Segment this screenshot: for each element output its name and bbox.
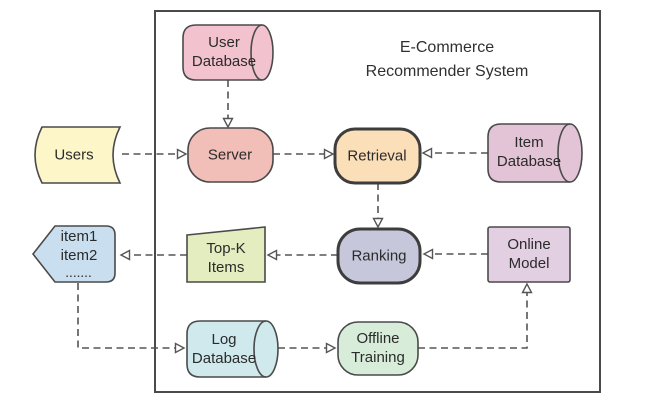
node-user-database-label: User Database xyxy=(191,34,257,70)
node-item-database-label: Item Database xyxy=(496,134,562,170)
cylinder-cap-line xyxy=(253,320,267,378)
arrowhead-right-icon xyxy=(323,148,335,160)
arrowhead-right-icon xyxy=(325,342,337,354)
node-offline-training-label: Offline Training xyxy=(351,330,405,366)
node-retrieval-label: Retrieval xyxy=(347,147,407,165)
node-item-database xyxy=(487,123,583,183)
arrowhead-left-icon xyxy=(266,249,278,261)
edge-offline-onlinemodel xyxy=(418,290,528,349)
node-online-model-label: Online Model xyxy=(507,236,551,272)
node-log-database xyxy=(186,320,279,378)
cylinder-cap-line xyxy=(250,24,263,81)
edge-itemlist-logdb xyxy=(77,283,178,349)
node-server xyxy=(187,127,274,183)
node-log-database-label: Log Database xyxy=(191,331,257,367)
connector-lines xyxy=(77,80,528,349)
diagram-title: E-Commerce Recommender System xyxy=(365,39,529,80)
node-topk-items-label: Top-K Items xyxy=(206,240,246,276)
node-ranking-label: Ranking xyxy=(351,247,407,265)
cylinder-cap-line xyxy=(557,123,571,183)
node-online-model xyxy=(487,226,571,283)
node-topk-items xyxy=(186,226,266,283)
arrowhead-down-icon xyxy=(372,217,384,229)
arrowhead-down-icon xyxy=(222,117,234,129)
node-item-list xyxy=(31,225,116,283)
cylinder-shape xyxy=(487,123,583,183)
arrowhead-left-icon xyxy=(421,147,433,159)
node-ranking xyxy=(336,227,422,285)
node-users-label: Users xyxy=(54,146,94,164)
system-boundary-box xyxy=(154,10,601,393)
node-user-database xyxy=(182,24,274,81)
node-retrieval xyxy=(333,127,422,185)
cylinder-shape xyxy=(182,24,274,81)
arrowhead-left-icon xyxy=(422,248,434,260)
node-users xyxy=(34,126,122,184)
arrowhead-left-icon xyxy=(119,249,131,261)
node-item-list-ellipsis: ....... xyxy=(65,269,93,280)
node-server-label: Server xyxy=(207,146,253,164)
node-item-list-label: item1 item2 xyxy=(60,228,98,264)
arrowhead-right-icon xyxy=(176,148,188,160)
arrowhead-up-icon xyxy=(521,282,533,294)
node-offline-training xyxy=(337,321,419,376)
arrowheads xyxy=(119,117,533,354)
arrowhead-right-icon xyxy=(174,342,186,354)
